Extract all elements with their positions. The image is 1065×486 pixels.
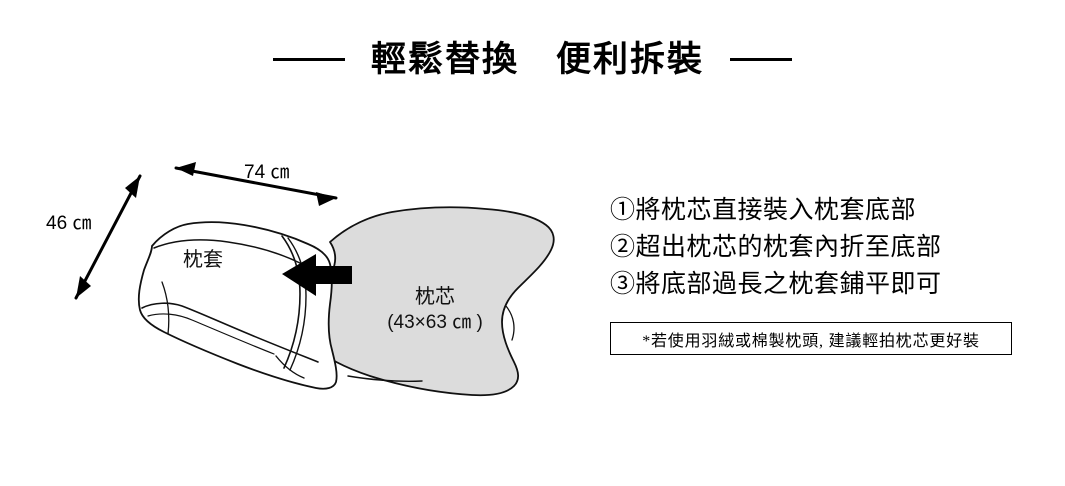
height-dimension-label: 46 ㎝ xyxy=(46,213,92,234)
pillowcase-label: 枕套 xyxy=(183,249,223,271)
width-dimension-label: 74 ㎝ xyxy=(244,162,290,183)
instruction-step-1: ①將枕芯直接裝入枕套底部 xyxy=(610,196,917,224)
pillow-insert-label: 枕芯 xyxy=(415,286,455,308)
title-dash-left-icon xyxy=(272,58,345,61)
pillow-insert-size-label: (43×63 ㎝ ) xyxy=(387,312,483,333)
page-title: 輕鬆替換 便利拆裝 xyxy=(0,42,1065,77)
insert-direction-arrow-icon xyxy=(282,254,352,296)
instruction-steps-list: ①將枕芯直接裝入枕套底部 ②超出枕芯的枕套內折至底部 ③將底部過長之枕套鋪平即可 xyxy=(610,192,1030,303)
instruction-step-3: ③將底部過長之枕套鋪平即可 xyxy=(610,270,942,298)
pillowcase-shape xyxy=(137,221,338,390)
height-dimension-arrow-icon xyxy=(74,174,142,300)
instruction-step-2: ②超出枕芯的枕套內折至底部 xyxy=(610,233,942,261)
footnote-box: *若使用羽絨或棉製枕頭, 建議輕拍枕芯更好裝 xyxy=(610,322,1012,355)
footnote-text: *若使用羽絨或棉製枕頭, 建議輕拍枕芯更好裝 xyxy=(642,332,980,350)
title-dash-right-icon xyxy=(730,58,792,61)
width-dimension-arrow-icon xyxy=(174,162,338,206)
pillow-illustration xyxy=(30,130,600,420)
title-text: 輕鬆替換 便利拆裝 xyxy=(370,40,704,79)
